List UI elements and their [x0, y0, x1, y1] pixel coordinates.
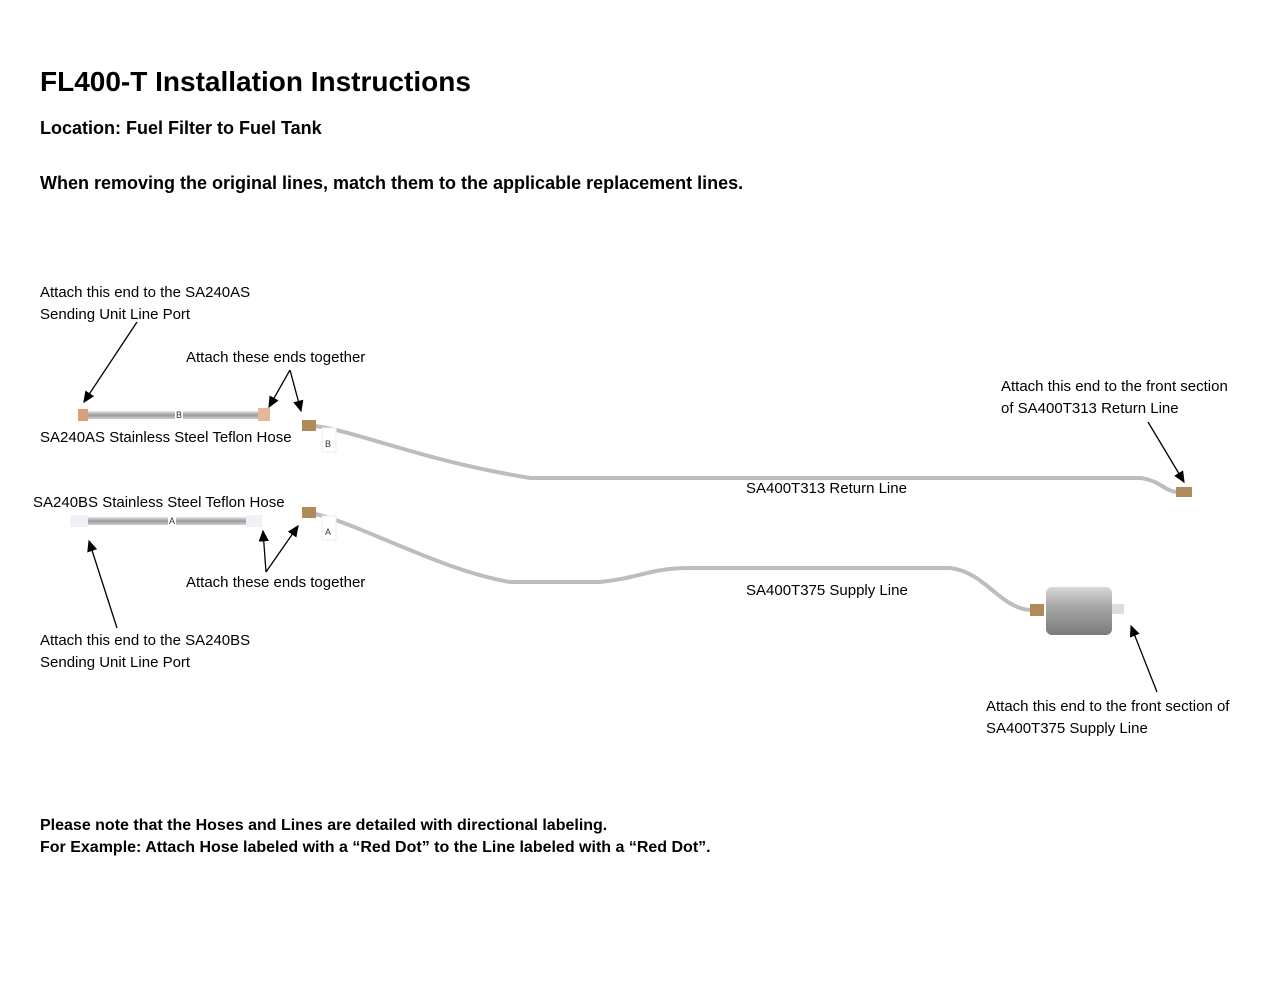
hose-sa240bs: A: [70, 515, 262, 527]
callout-arrows: [83, 321, 1185, 693]
supply-line-label: SA400T375 Supply Line: [746, 582, 908, 599]
page-title: FL400-T Installation Instructions: [40, 66, 471, 97]
line-tag-a: A: [325, 527, 331, 537]
label-line: Sending Unit Line Port: [40, 306, 191, 323]
location-heading: Location: Fuel Filter to Fuel Tank: [40, 118, 322, 138]
fuel-filter: [1046, 587, 1112, 635]
hose-tag-a: A: [169, 516, 175, 526]
label-line: of SA400T313 Return Line: [1001, 400, 1179, 417]
attach-together-top-label: Attach these ends together: [186, 349, 366, 366]
hose-b-port-label: Attach this end to the SA240BS Sending U…: [40, 630, 250, 674]
hose-sa240as: B: [78, 408, 270, 421]
footer-line-2: For Example: Attach Hose labeled with a …: [40, 839, 711, 856]
return-line-label: SA400T313 Return Line: [746, 480, 907, 497]
label-line: Attach this end to the front section of: [986, 698, 1230, 715]
label-line: Attach this end to the front section: [1001, 378, 1228, 395]
instruction-note: When removing the original lines, match …: [40, 173, 744, 193]
hose-tag-b: B: [176, 410, 182, 420]
label-line: Attach this end to the SA240BS: [40, 632, 251, 649]
line-tag-b: B: [325, 439, 331, 449]
return-front-label: Attach this end to the front section of …: [1001, 376, 1228, 420]
supply-line-sa400t375: A: [302, 507, 1124, 635]
footer-line-1: Please note that the Hoses and Lines are…: [40, 817, 608, 834]
label-line: SA400T375 Supply Line: [986, 720, 1148, 737]
footer-note: Please note that the Hoses and Lines are…: [40, 815, 711, 859]
return-line-sa400t313: B: [302, 420, 1192, 497]
label-line: Sending Unit Line Port: [40, 654, 191, 671]
label-line: Attach this end to the SA240AS: [40, 284, 251, 301]
attach-together-bottom-label: Attach these ends together: [186, 574, 366, 591]
hose-a-port-label: Attach this end to the SA240AS Sending U…: [40, 282, 250, 326]
supply-front-label: Attach this end to the front section of …: [986, 696, 1229, 740]
hose-a-name-label: SA240AS Stainless Steel Teflon Hose: [40, 429, 292, 446]
hose-b-name-label: SA240BS Stainless Steel Teflon Hose: [33, 494, 285, 511]
